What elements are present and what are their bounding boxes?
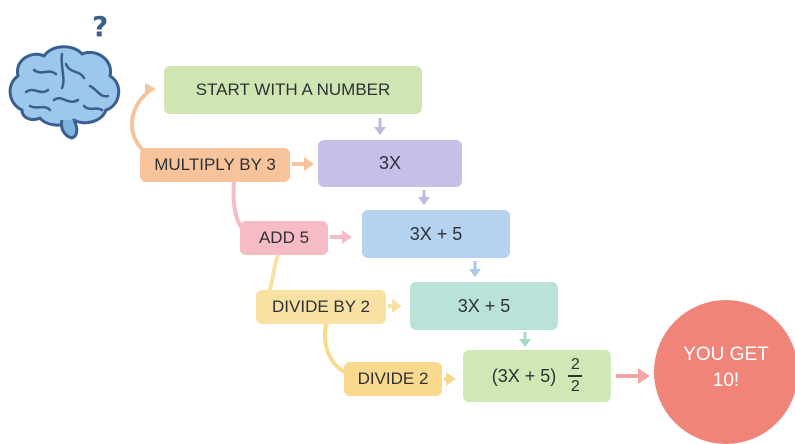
arrow-divide2-to-box xyxy=(446,372,456,386)
start-box: START WITH A NUMBER xyxy=(164,66,422,114)
final-expression-box: (3X + 5) 2 2 xyxy=(463,350,611,402)
curve-multiply-to-start xyxy=(130,90,150,154)
multiply-label: MULTIPLY BY 3 xyxy=(140,148,290,182)
divide2-label-text: DIVIDE 2 xyxy=(357,369,429,388)
multiply-result-box: 3X xyxy=(318,140,462,187)
result-line-2: 10! xyxy=(712,370,740,391)
connector-layer xyxy=(130,83,650,386)
add-result-box: 3X + 5 xyxy=(362,210,510,258)
final-expression: (3X + 5) 2 2 xyxy=(492,356,583,396)
arrow-divide-to-box xyxy=(392,299,402,313)
final-expression-text: (3X + 5) xyxy=(491,365,557,386)
divide-result-box: 3X + 5 xyxy=(410,282,558,330)
question-mark-icon: ? xyxy=(92,10,109,43)
divide-label: DIVIDE BY 2 xyxy=(256,290,386,324)
down-arrow-2 xyxy=(418,197,430,205)
add-label-text: ADD 5 xyxy=(258,228,310,247)
add-label: ADD 5 xyxy=(240,221,328,255)
brain-icon xyxy=(8,45,121,140)
multiply-label-text: MULTIPLY BY 3 xyxy=(154,155,276,174)
fraction-numerator: 2 xyxy=(570,356,580,374)
arrow-add-to-box xyxy=(342,230,352,244)
down-arrow-1 xyxy=(374,127,386,135)
fraction-denominator: 2 xyxy=(570,377,580,395)
result-line-1: YOU GET xyxy=(683,344,769,365)
arrow-into-start xyxy=(145,83,156,96)
down-arrow-4 xyxy=(519,339,531,347)
divide-label-text: DIVIDE BY 2 xyxy=(272,297,370,316)
fraction-bar xyxy=(568,375,583,377)
down-arrow-3 xyxy=(469,269,481,277)
fraction: 2 2 xyxy=(568,356,583,396)
multiply-result-text: 3X xyxy=(378,153,402,173)
add-result-text: 3X + 5 xyxy=(409,223,463,244)
result-circle: YOU GET 10! xyxy=(654,300,795,444)
start-label: START WITH A NUMBER xyxy=(195,80,391,99)
divide-result-text: 3X + 5 xyxy=(457,295,511,316)
arrow-to-result xyxy=(638,368,650,384)
arrow-multiply-to-3x xyxy=(304,157,314,171)
divide2-label: DIVIDE 2 xyxy=(344,362,442,396)
